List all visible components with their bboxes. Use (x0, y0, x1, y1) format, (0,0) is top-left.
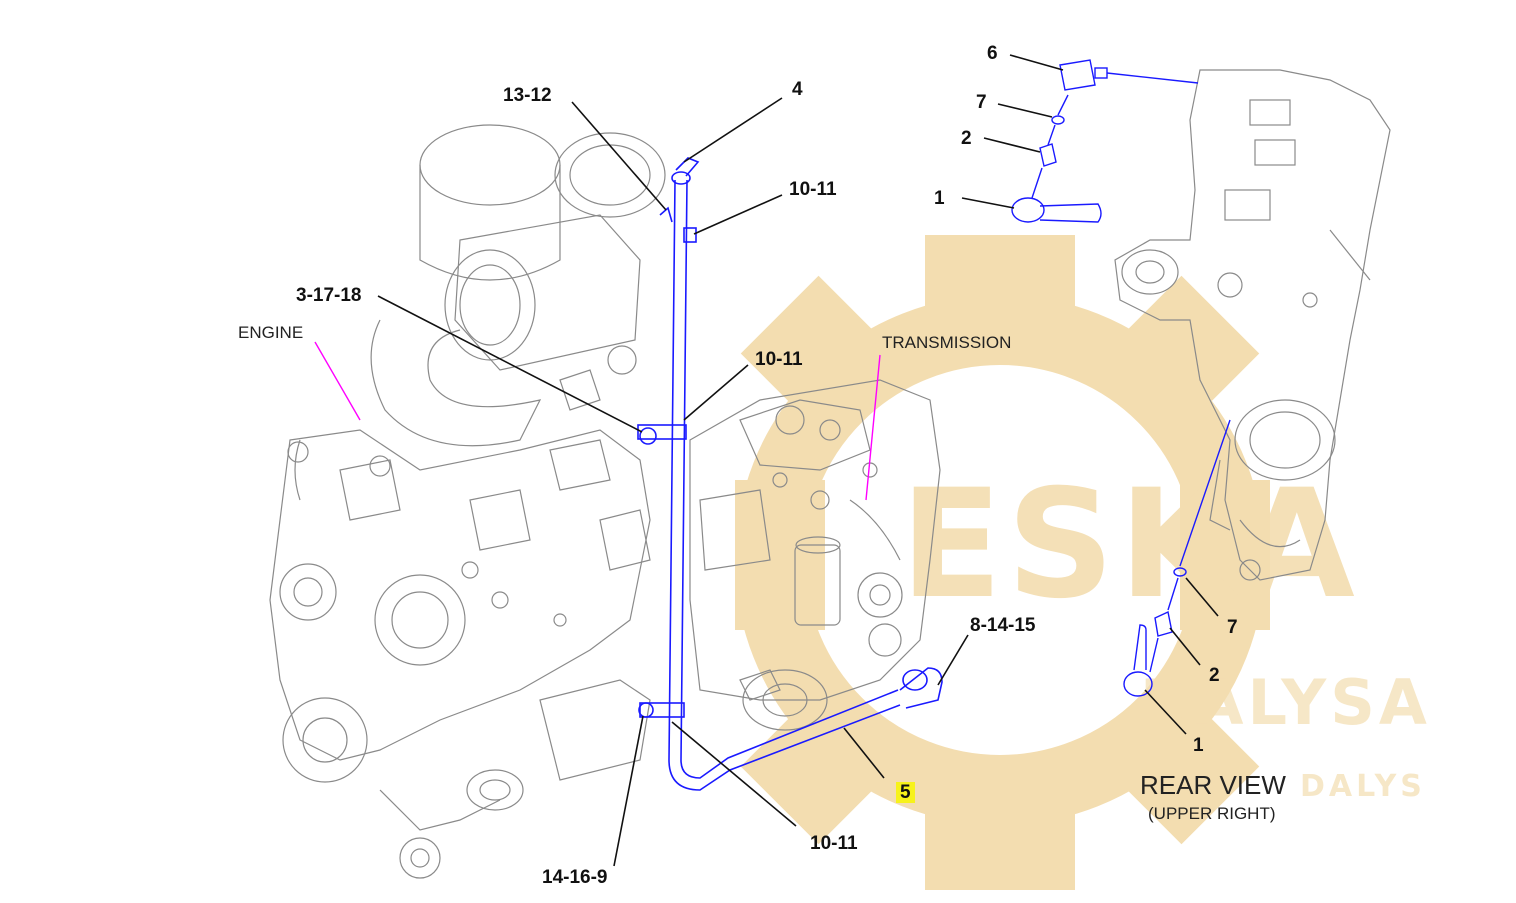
rear-view-drawing (1114, 69, 1391, 581)
callout-10-11-top: 10-11 (789, 179, 837, 200)
rear-view-parts (1011, 59, 1231, 697)
callout-10-11-bottom: 10-11 (810, 833, 858, 854)
label-leaders (314, 341, 881, 501)
callout-4: 4 (792, 79, 803, 100)
callout-10-11-mid: 10-11 (755, 349, 803, 370)
callout-rear-6: 6 (987, 43, 998, 64)
watermark-big: ESKA (900, 458, 1359, 632)
callout-rear-7-top: 7 (976, 92, 987, 113)
engine-drawing (269, 124, 666, 879)
callout-rear-7-bottom: 7 (1227, 617, 1238, 638)
watermark-small: DALYS (1300, 769, 1426, 804)
callout-rear-2-bottom: 2 (1209, 665, 1220, 686)
callout-8-14-15: 8-14-15 (970, 615, 1036, 636)
callout-rear-2-top: 2 (961, 128, 972, 149)
transmission-drawing (689, 379, 941, 731)
watermark-medium: DALYSA (1140, 666, 1431, 739)
rear-view-title: REAR VIEW (1140, 770, 1286, 800)
callout-5: 5 (896, 782, 915, 803)
rear-view-subtitle: (UPPER RIGHT) (1148, 804, 1276, 823)
callout-14-16-9: 14-16-9 (542, 867, 608, 888)
callout-13-12: 13-12 (503, 85, 552, 106)
leader-lines (377, 54, 1219, 867)
engine-label: ENGINE (238, 323, 304, 342)
callout-3-17-18: 3-17-18 (296, 285, 362, 306)
tube-assembly (637, 157, 943, 791)
transmission-label: TRANSMISSION (882, 333, 1012, 352)
callout-rear-1-top: 1 (934, 188, 945, 209)
callout-rear-1-bottom: 1 (1193, 735, 1204, 756)
